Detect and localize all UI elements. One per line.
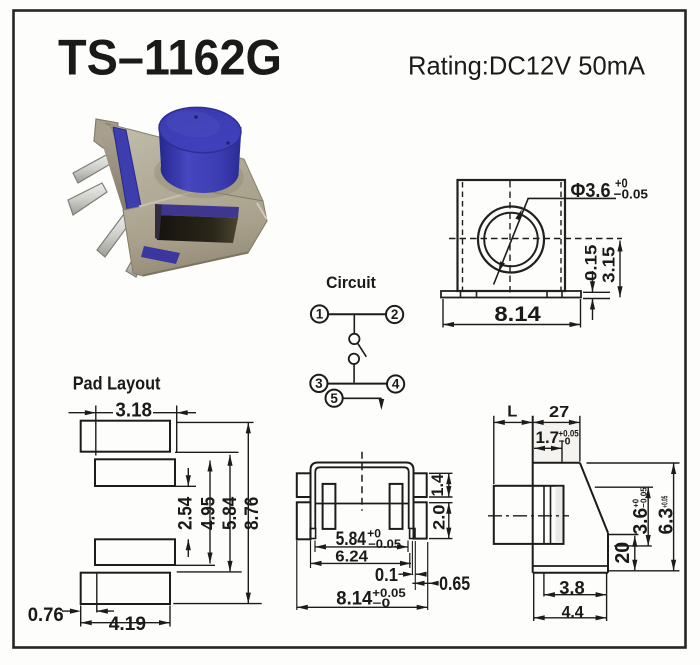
svg-text:0.1: 0.1 (375, 564, 398, 585)
svg-text:8.14: 8.14 (494, 302, 540, 326)
svg-text:1.4: 1.4 (428, 473, 447, 496)
svg-text:3.6: 3.6 (630, 508, 652, 535)
svg-text:−0: −0 (559, 437, 571, 448)
svg-text:27: 27 (549, 404, 569, 421)
svg-text:+0: +0 (367, 526, 381, 540)
svg-text:+0: +0 (615, 176, 628, 191)
svg-text:3.15: 3.15 (599, 246, 619, 283)
svg-text:+0.05: +0.05 (559, 429, 580, 440)
svg-text:4: 4 (392, 377, 400, 392)
svg-text:Rating:DC12V 50mA: Rating:DC12V 50mA (408, 51, 646, 81)
svg-text:Circuit: Circuit (326, 273, 376, 292)
svg-text:4.19: 4.19 (109, 613, 146, 635)
svg-text:5.84: 5.84 (220, 496, 241, 530)
svg-text:L: L (507, 404, 517, 421)
svg-text:1.7: 1.7 (536, 428, 560, 447)
svg-text:20: 20 (612, 542, 634, 564)
svg-text:0.76: 0.76 (28, 604, 64, 626)
svg-text:2: 2 (391, 307, 399, 322)
svg-text:5: 5 (330, 391, 338, 406)
svg-text:TS–1162G: TS–1162G (58, 30, 282, 86)
svg-text:3.18: 3.18 (115, 399, 152, 421)
svg-text:+0.05: +0.05 (660, 496, 670, 508)
svg-text:2.0: 2.0 (429, 505, 448, 531)
svg-text:8.14: 8.14 (336, 588, 372, 609)
svg-text:4.4: 4.4 (562, 602, 584, 621)
svg-text:6.24: 6.24 (335, 548, 368, 565)
svg-text:−0.05: −0.05 (614, 187, 649, 202)
svg-text:Pad Layout: Pad Layout (73, 374, 161, 394)
svg-text:Φ3.6: Φ3.6 (571, 180, 611, 202)
svg-text:1: 1 (316, 307, 324, 322)
svg-text:4.95: 4.95 (199, 496, 220, 530)
svg-text:2.54: 2.54 (176, 496, 197, 530)
svg-text:5.84: 5.84 (336, 529, 367, 550)
svg-text:+0: +0 (631, 499, 641, 508)
svg-text:0.15: 0.15 (581, 245, 600, 281)
svg-text:−0: −0 (372, 598, 390, 610)
svg-text:0.65: 0.65 (439, 573, 470, 595)
svg-text:−0.05: −0.05 (638, 487, 648, 508)
svg-text:3.8: 3.8 (559, 577, 585, 598)
svg-text:+0.05: +0.05 (372, 588, 406, 600)
svg-text:3: 3 (315, 376, 323, 391)
svg-text:8.76: 8.76 (242, 497, 263, 530)
svg-text:6.3: 6.3 (654, 508, 677, 535)
svg-text:−0.05: −0.05 (368, 537, 401, 551)
